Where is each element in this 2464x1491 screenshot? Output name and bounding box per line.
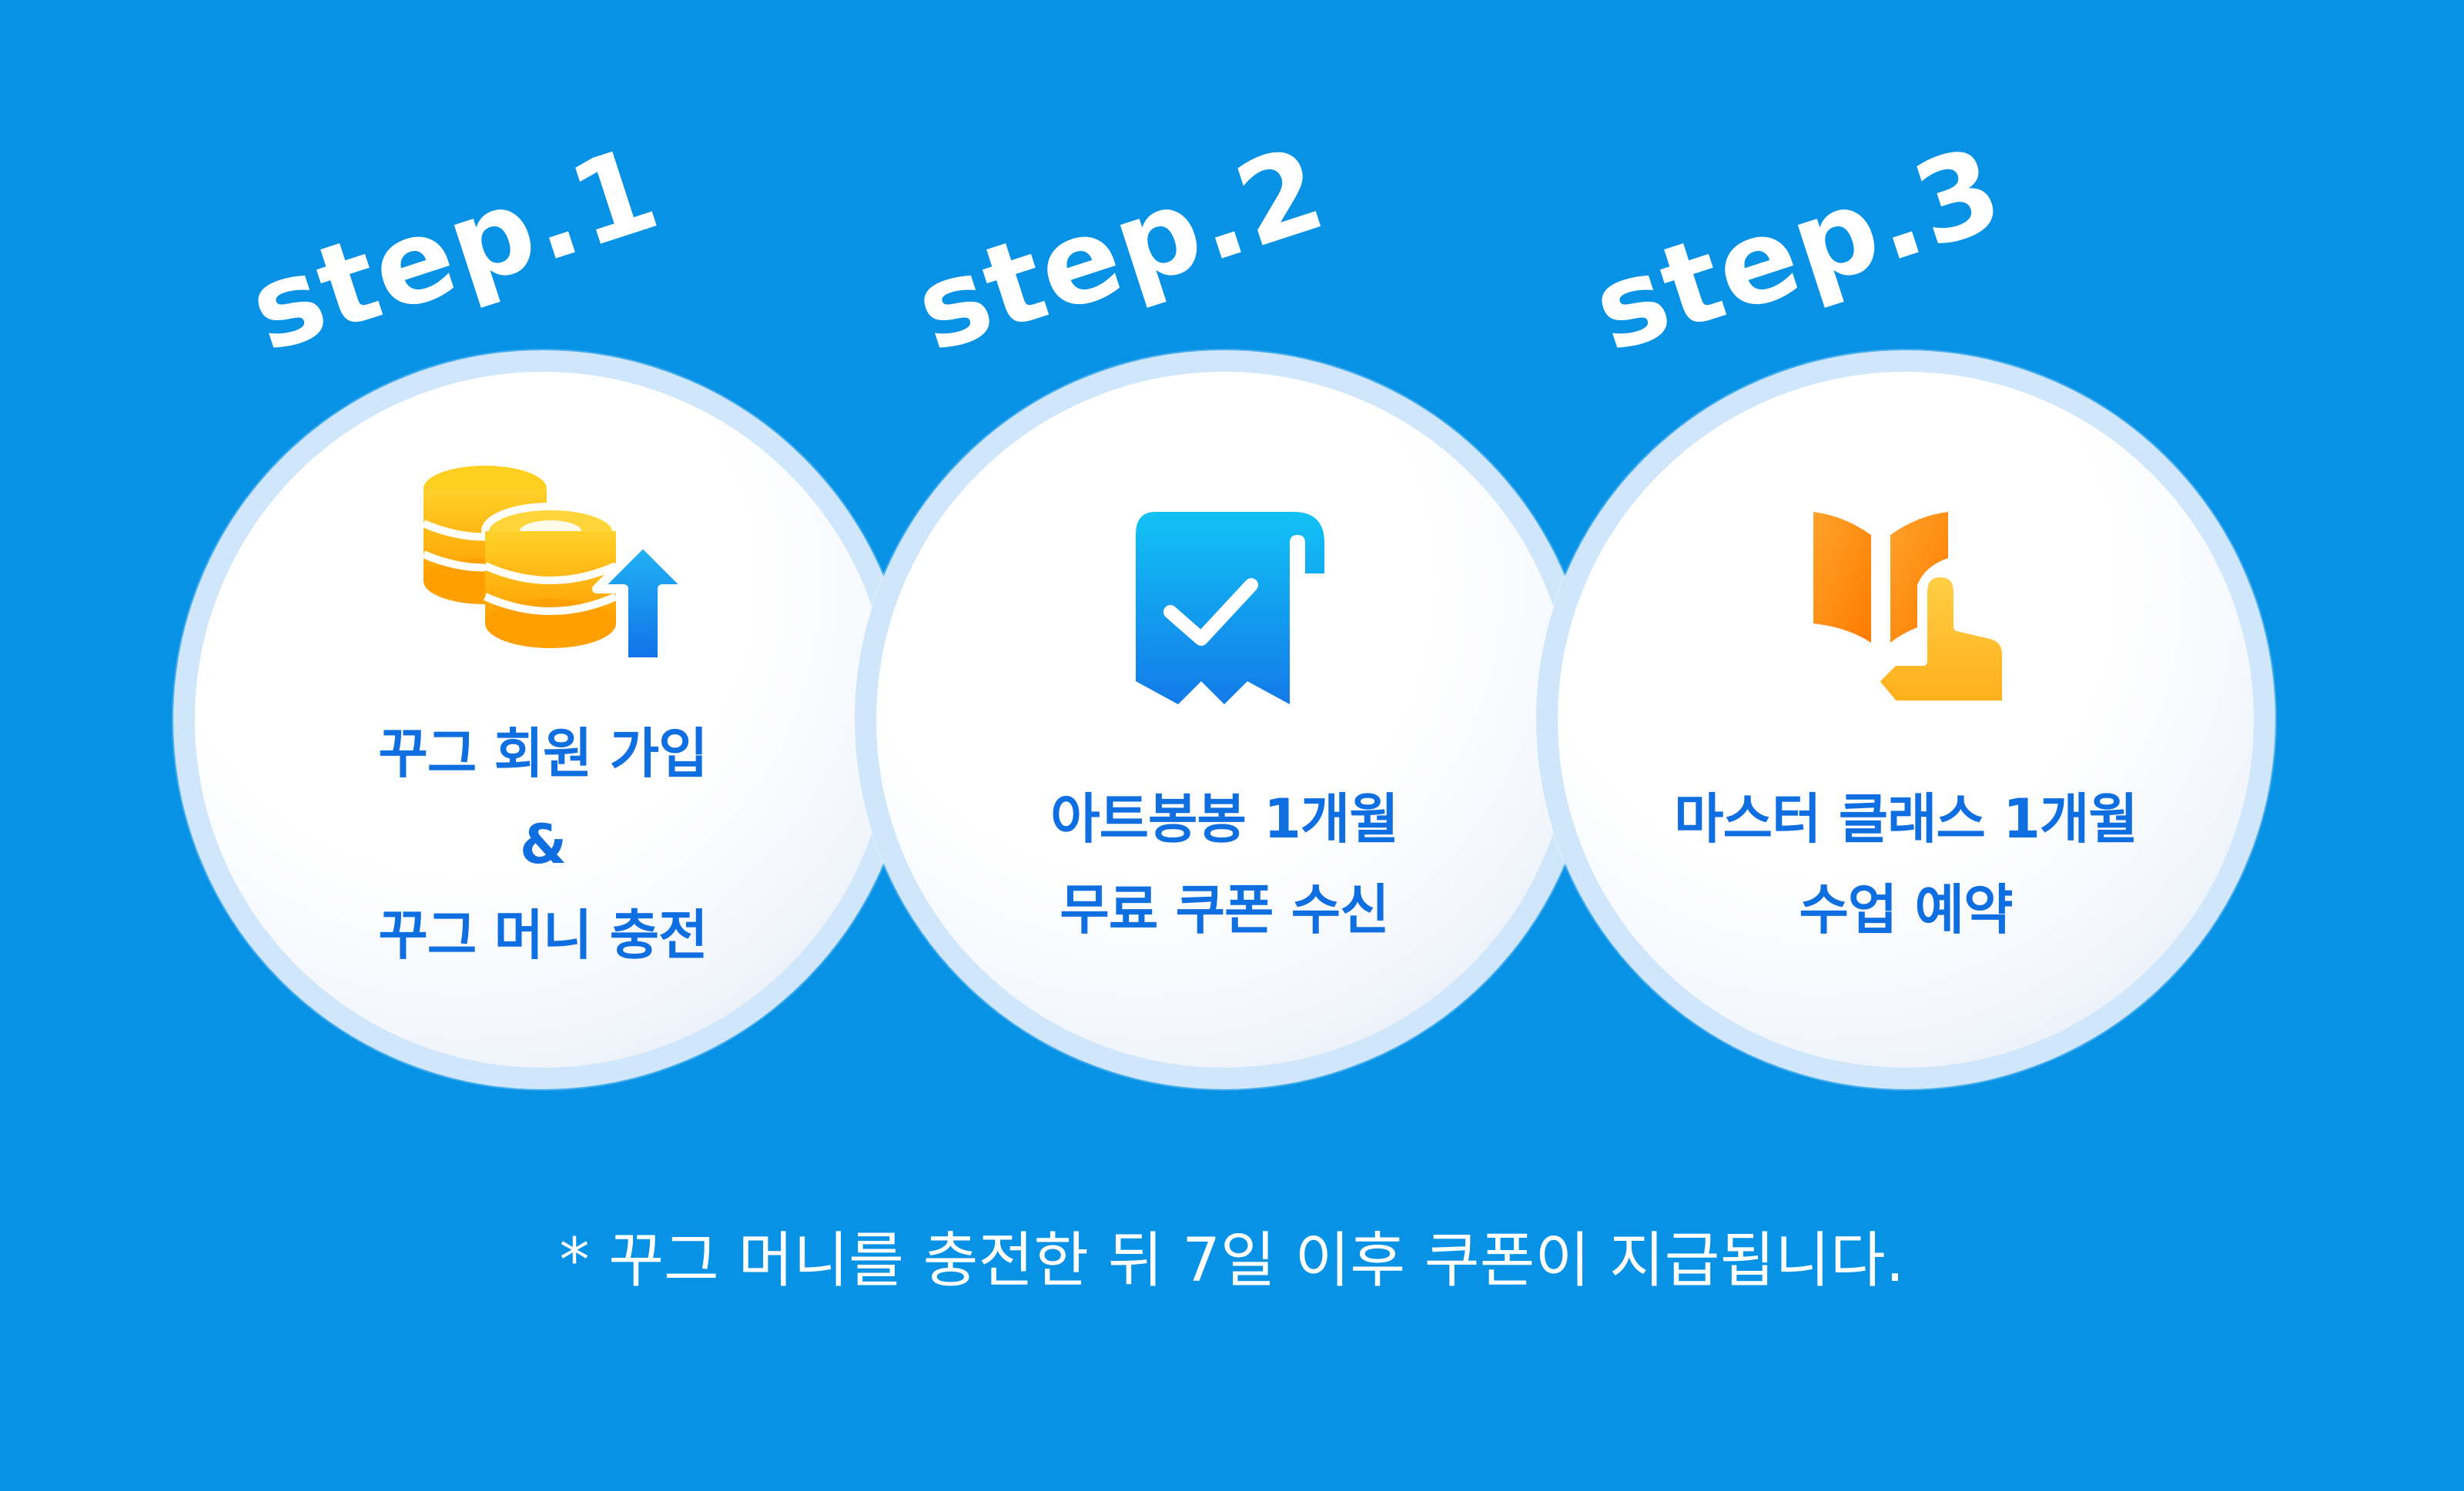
step-3-circle xyxy=(1536,350,2275,1089)
step-1-line-2: & xyxy=(519,813,567,876)
footnote: * 꾸그 머니를 충전한 뒤 7일 이후 쿠폰이 지급됩니다. xyxy=(559,1226,1905,1295)
step-1-label: step.1 xyxy=(234,121,675,379)
step-2-line-1: 아트봉봉 1개월 xyxy=(1050,787,1398,851)
step-2-label: step.2 xyxy=(900,121,1341,379)
book-touch-icon xyxy=(1810,512,2010,712)
coins-up-icon xyxy=(416,458,693,666)
step-2-text: 아트봉봉 1개월 무료 쿠폰 수신 xyxy=(893,774,1555,955)
coupon-check-icon xyxy=(1132,512,1332,712)
step-2-line-2: 무료 쿠폰 수신 xyxy=(1060,878,1389,941)
step-1-text: 꾸그 회원 가입 & 꾸그 머니 충전 xyxy=(212,708,874,981)
step-2-circle xyxy=(855,350,1594,1089)
step-3-line-2: 수업 예약 xyxy=(1799,878,2014,941)
step-1-line-3: 꾸그 머니 충전 xyxy=(378,904,708,967)
step-3-text: 마스터 클래스 1개월 수업 예약 xyxy=(1575,774,2237,955)
step-3-label: step.3 xyxy=(1578,121,2018,379)
step-1-line-1: 꾸그 회원 가입 xyxy=(378,722,708,785)
step-3-line-1: 마스터 클래스 1개월 xyxy=(1674,787,2138,851)
